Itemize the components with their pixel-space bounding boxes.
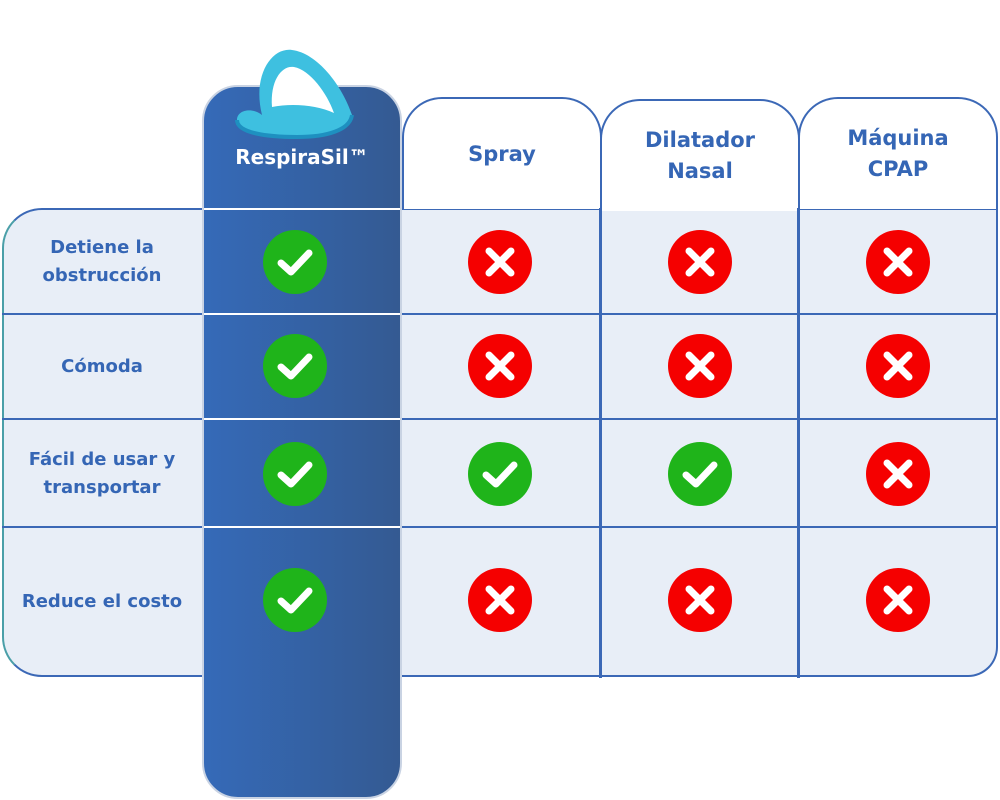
column-label: Spray (468, 141, 536, 166)
row-divider (204, 418, 400, 420)
cross-icon (668, 568, 732, 632)
cross-icon (866, 334, 930, 398)
row-label: Reduce el costo (21, 591, 183, 612)
row-divider (204, 526, 400, 528)
cross-icon (468, 230, 532, 294)
row-divider (204, 208, 400, 210)
column-divider (797, 208, 800, 678)
cross-icon (866, 442, 930, 506)
cross-icon (468, 568, 532, 632)
check-icon (668, 442, 732, 506)
row-label: Cómoda (61, 356, 143, 377)
column-divider (599, 208, 602, 678)
check-icon (263, 442, 327, 506)
nasal-device-image (235, 49, 354, 140)
check-icon (263, 334, 327, 398)
cross-icon (668, 334, 732, 398)
row-divider (2, 418, 998, 420)
cross-icon (866, 568, 930, 632)
row-divider (2, 526, 998, 528)
column-label: Dilatador Nasal (644, 128, 756, 183)
cross-icon (668, 230, 732, 294)
check-icon (263, 568, 327, 632)
cross-icon (866, 230, 930, 294)
check-icon (468, 442, 532, 506)
row-label: Fácil de usar y transportar (28, 448, 176, 498)
column-header-cpap: Máquina CPAP (798, 97, 998, 209)
row-label: Detiene la obstrucción (42, 237, 162, 286)
column-label: Máquina CPAP (847, 126, 949, 181)
column-header-respirasil: RespiraSil™ (235, 145, 369, 169)
row-divider (204, 313, 400, 315)
cross-icon (468, 334, 532, 398)
check-icon (263, 230, 327, 294)
column-header-spray: Spray (402, 97, 602, 209)
column-header-dilatador: Dilatador Nasal (600, 99, 800, 211)
row-divider (2, 313, 998, 315)
